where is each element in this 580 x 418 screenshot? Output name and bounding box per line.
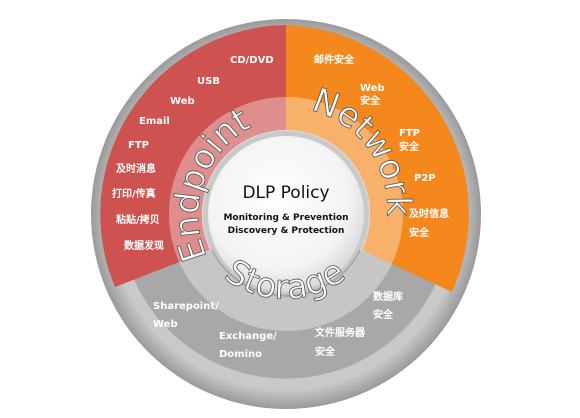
center-line-2: Discovery & Protection: [228, 226, 345, 236]
endpoint-item: Email: [139, 116, 170, 127]
endpoint-item: 打印/传真: [112, 187, 156, 200]
endpoint-item: 数据发现: [124, 239, 164, 252]
network-item: P2P: [414, 173, 436, 184]
storage-item: Exchange/: [219, 331, 277, 342]
endpoint-item: 及时消息: [116, 162, 156, 175]
endpoint-item: CD/DVD: [230, 55, 274, 66]
endpoint-item: USB: [197, 76, 220, 87]
endpoint-item: 粘贴/拷贝: [116, 213, 160, 226]
center-line-1: Monitoring & Prevention: [223, 213, 348, 223]
storage-item: 安全: [373, 308, 394, 321]
title-band: [169, 97, 403, 331]
storage-item: 数据库: [373, 290, 403, 303]
storage-item: Web: [153, 319, 178, 330]
network-item: 安全: [360, 94, 381, 107]
endpoint-item: Web: [170, 96, 195, 107]
storage-segment: [133, 250, 439, 379]
storage-item: 文件服务器: [315, 326, 366, 339]
network-item: 安全: [399, 140, 420, 153]
storage-item: Domino: [219, 349, 262, 360]
network-item: 邮件安全: [314, 53, 355, 66]
center-circle: [208, 136, 364, 292]
endpoint-segment: [100, 25, 286, 287]
storage-item: Sharepoint/: [153, 301, 219, 312]
endpoint-item: FTP: [128, 140, 149, 151]
center-title: DLP Policy: [242, 183, 329, 203]
network-item: 及时信息: [409, 207, 449, 220]
storage-item: 安全: [315, 345, 336, 358]
network-item: Web: [360, 83, 385, 94]
network-segment: [286, 25, 469, 292]
network-item: 安全: [409, 226, 430, 239]
network-item: FTP: [399, 128, 420, 139]
